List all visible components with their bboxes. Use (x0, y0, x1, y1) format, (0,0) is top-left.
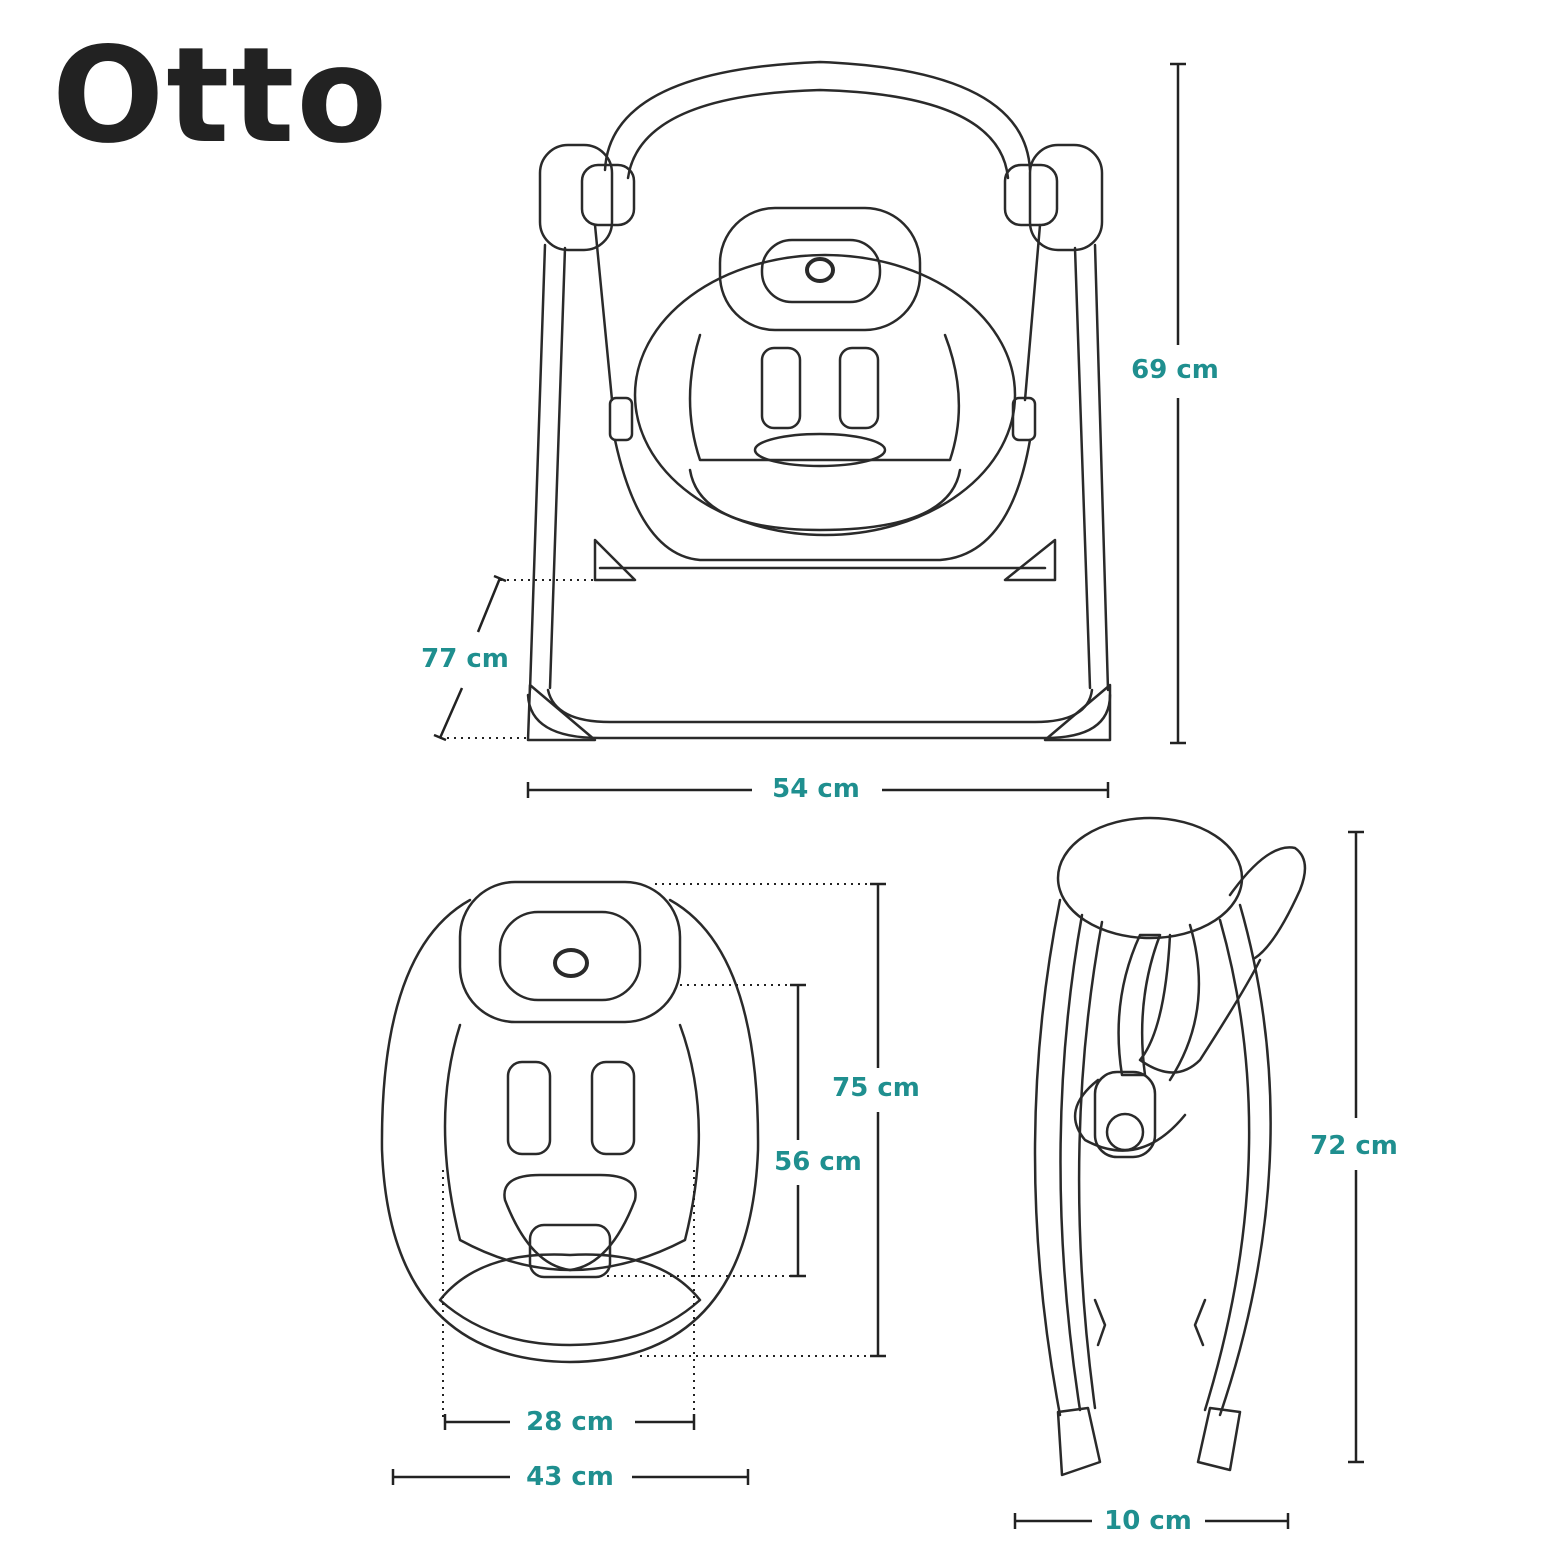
depth-77-label: 77 cm (421, 644, 509, 674)
seat-left-strap (506, 1060, 552, 1156)
width-28-label: 28 cm (526, 1407, 614, 1437)
seat-dimensions: 75 cm 56 cm 28 cm 43 cm (391, 882, 920, 1492)
seat-view (380, 880, 760, 1364)
folded-top-housing (1056, 816, 1244, 940)
seat-right-strap (590, 1060, 636, 1156)
folded-pivot-wing (1073, 1078, 1187, 1152)
logo-icon (805, 257, 835, 283)
folded-seat-back (1168, 923, 1201, 1082)
left-front-foot (526, 683, 597, 742)
folded-right-foot (1196, 1406, 1242, 1472)
left-hub (580, 163, 636, 227)
right-leg-outer (1093, 243, 1110, 692)
right-hanger (1023, 223, 1042, 402)
seat-buckle (528, 1223, 612, 1279)
right-front-foot (1043, 683, 1112, 742)
right-leg-inner (1073, 246, 1092, 690)
right-motor-housing (1028, 143, 1104, 252)
height-72-line (1348, 830, 1364, 1464)
right-hub (1003, 163, 1059, 227)
left-motor-housing (538, 143, 614, 252)
front-view (526, 60, 1112, 742)
folded-leg-front-outer (1033, 898, 1062, 1417)
folded-leg-mid (1077, 920, 1104, 1410)
folded-right-latch (1193, 1298, 1207, 1347)
length-75-line (870, 882, 886, 1358)
seat-bottom (688, 468, 962, 532)
buckle-pad (753, 432, 887, 468)
seat-shell (613, 438, 1032, 562)
width-43-label: 43 cm (526, 1462, 614, 1492)
depth-10-line (1013, 1513, 1290, 1529)
folded-handle (1228, 846, 1307, 960)
folded-left-foot (1056, 1406, 1102, 1477)
height-69-line (1170, 62, 1186, 745)
folded-pivot-plate (1093, 1070, 1157, 1159)
folded-leg-back-inner (1203, 918, 1251, 1412)
left-leg-outer (528, 243, 547, 692)
left-hanger (593, 223, 614, 402)
depth-10-label: 10 cm (1104, 1506, 1192, 1536)
seat-crotch-pad (503, 1173, 637, 1272)
right-hanger-clip (1011, 396, 1037, 442)
base-bar (546, 688, 1094, 724)
handle-arch (603, 60, 1032, 172)
left-hanger-clip (608, 396, 634, 442)
right-strap (838, 346, 880, 430)
left-strap (760, 346, 802, 430)
seat-cushion (443, 1023, 701, 1272)
product-title: Otto (52, 19, 390, 173)
right-rear-foot (1003, 538, 1057, 582)
folded-dimensions: 72 cm 10 cm (1013, 830, 1398, 1536)
seat-cushion-inner (688, 333, 961, 462)
folded-seat-arm (1117, 933, 1162, 1077)
width-54-label: 54 cm (772, 774, 860, 804)
seat-outer-shell (380, 898, 760, 1364)
base-bar-outer (526, 693, 1112, 740)
seat-logo-icon (553, 948, 589, 978)
seat-logo-panel (498, 910, 642, 1002)
width-54-line (526, 782, 1110, 798)
front-dimensions: 69 cm 77 cm 54 cm (421, 62, 1219, 804)
height-69-label: 69 cm (1131, 355, 1219, 385)
back-56-label: 56 cm (774, 1147, 862, 1177)
back-56-line (790, 983, 806, 1278)
left-leg-inner (548, 246, 567, 690)
folded-left-latch (1093, 1298, 1107, 1347)
left-rear-foot (593, 538, 637, 582)
height-72-label: 72 cm (1310, 1131, 1398, 1161)
width-43-line (391, 1469, 750, 1485)
headrest (718, 206, 922, 332)
folded-view (1033, 816, 1307, 1477)
width-28-line (443, 1414, 696, 1430)
folded-leg-front-inner (1059, 913, 1084, 1412)
handle-arch-inner (626, 88, 1010, 180)
seat-headrest (458, 880, 682, 1024)
length-75-label: 75 cm (832, 1073, 920, 1103)
folded-pivot-knob (1105, 1112, 1145, 1152)
headrest-logo-panel (760, 238, 882, 304)
depth-77-line (433, 574, 507, 742)
seat-lower-cushion (438, 1253, 702, 1347)
folded-leg-back-outer (1218, 903, 1272, 1417)
seat-pad (633, 253, 1017, 537)
folded-seat-body (1138, 933, 1262, 1074)
